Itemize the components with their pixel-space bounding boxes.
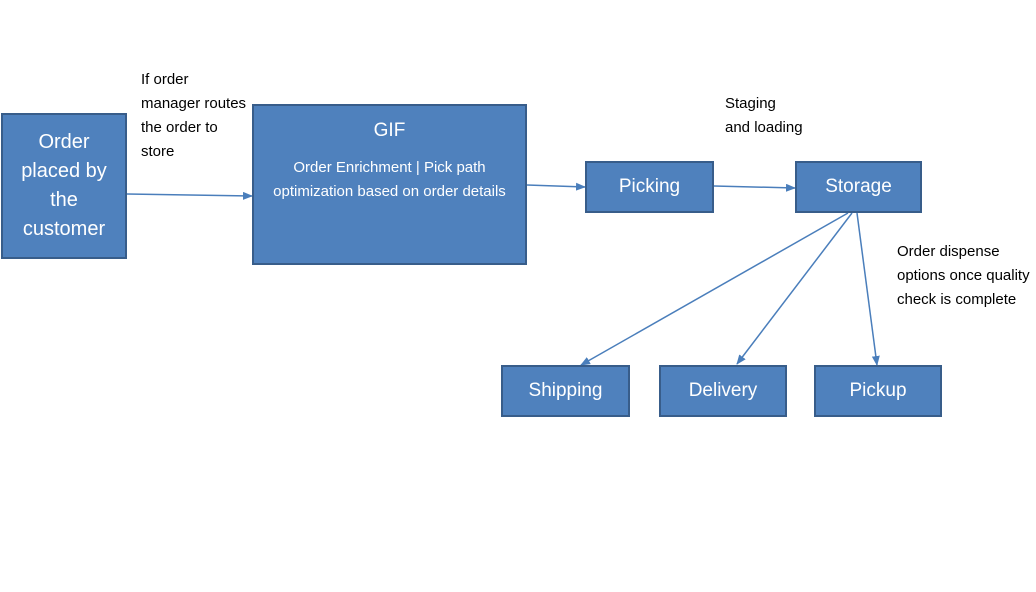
node-delivery: Delivery — [659, 365, 787, 417]
node-delivery-label: Delivery — [688, 380, 758, 401]
node-pickup-label: Pickup — [849, 380, 907, 401]
node-gif-title: GIF — [373, 120, 406, 141]
node-shipping: Shipping — [501, 365, 630, 417]
arrow-storage-to-shipping — [580, 212, 849, 366]
node-order-placed: Order placed by the customer — [1, 113, 127, 259]
node-storage-label: Storage — [825, 176, 892, 197]
node-picking: Picking — [585, 161, 714, 213]
node-pickup: Pickup — [814, 365, 942, 417]
arrow-gif-to-picking — [526, 182, 586, 191]
node-picking-label: Picking — [618, 176, 681, 197]
node-shipping-label: Shipping — [528, 380, 603, 401]
annotation-staging: Staging and loading — [725, 95, 803, 136]
annotation-routes: If order manager routes the order to sto… — [141, 71, 247, 160]
node-order-placed-label: Order placed by the customer — [21, 131, 107, 240]
node-gif: GIF Order Enrichment | Pick path optimiz… — [252, 104, 527, 265]
arrow-storage-to-delivery — [736, 212, 853, 365]
node-gif-subtitle: Order Enrichment | Pick path optimizatio… — [273, 159, 506, 200]
arrow-order-to-gif — [126, 191, 253, 200]
node-storage: Storage — [795, 161, 922, 213]
arrow-picking-to-storage — [713, 183, 796, 192]
annotation-dispense: Order dispense options once quality chec… — [897, 243, 1030, 308]
arrow-storage-to-pickup — [856, 212, 880, 366]
